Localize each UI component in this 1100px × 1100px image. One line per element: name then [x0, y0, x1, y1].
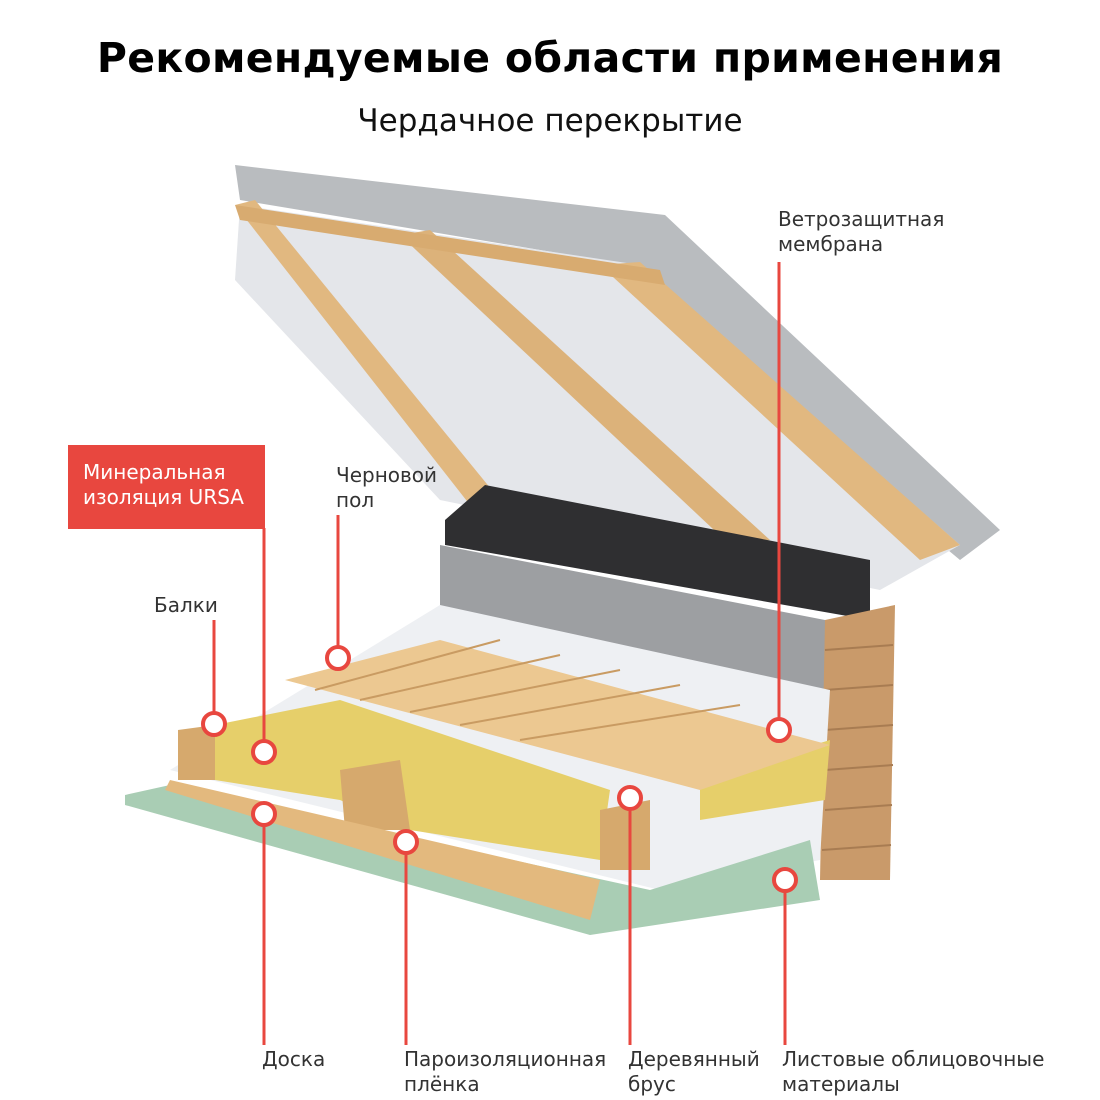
mineral-insulation-badge: Минеральная изоляция URSA	[68, 445, 265, 529]
beam	[178, 725, 215, 780]
page-subtitle: Чердачное перекрытие	[357, 103, 743, 139]
marker-vapor	[393, 829, 419, 855]
rafter	[235, 200, 500, 505]
seal	[445, 485, 870, 620]
rafter	[400, 230, 770, 545]
label-line: Ветрозащитная	[778, 207, 945, 231]
marker-insulation	[251, 739, 277, 765]
subfloor	[285, 640, 830, 790]
beam	[340, 760, 410, 830]
marker-wind-membrane	[766, 717, 792, 743]
label-line: Балки	[154, 593, 218, 617]
label-sheet-materials: Листовые облицовочные материалы	[782, 1047, 1044, 1097]
beam	[600, 800, 650, 870]
label-board: Доска	[262, 1047, 325, 1072]
marker-board	[251, 801, 277, 827]
label-line: Пароизоляционная	[404, 1047, 607, 1071]
marker-subfloor	[325, 645, 351, 671]
label-beams: Балки	[154, 593, 218, 618]
label-line: материалы	[782, 1072, 900, 1096]
label-line: мембрана	[778, 232, 884, 256]
marker-timber	[617, 785, 643, 811]
label-subfloor: Черновой пол	[336, 463, 437, 513]
brick-wall	[820, 605, 895, 880]
marker-beams	[201, 711, 227, 737]
label-line: плёнка	[404, 1072, 480, 1096]
badge-line: Минеральная	[83, 460, 226, 484]
insulation	[215, 700, 610, 860]
insulation	[700, 740, 830, 820]
label-line: Доска	[262, 1047, 326, 1071]
label-vapor-barrier: Пароизоляционная плёнка	[404, 1047, 606, 1097]
label-line: Листовые облицовочные	[782, 1047, 1045, 1071]
label-timber: Деревянный брус	[628, 1047, 760, 1097]
page-title: Рекомендуемые области применения	[96, 34, 1004, 82]
label-line: брус	[628, 1072, 676, 1096]
marker-sheet	[772, 867, 798, 893]
label-line: пол	[336, 488, 375, 512]
badge-line: изоляция URSA	[83, 485, 244, 509]
label-wind-membrane: Ветрозащитная мембрана	[778, 207, 944, 257]
label-line: Черновой	[336, 463, 438, 487]
label-line: Деревянный	[628, 1047, 760, 1071]
